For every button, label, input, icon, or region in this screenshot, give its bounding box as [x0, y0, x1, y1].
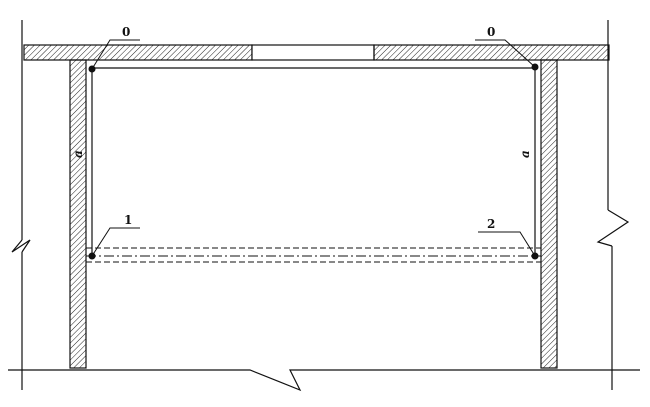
left-break-mark [11, 239, 31, 253]
bottom-boundary-with-break [8, 369, 640, 392]
leader-lines [91, 39, 536, 257]
label-point-0-right: 0 [487, 25, 495, 39]
dimension-a-right: a [518, 150, 532, 158]
leader-point-0-left [91, 39, 140, 70]
dimension-a-left: a [71, 150, 85, 158]
top-wall-left-segment [23, 44, 253, 61]
left-wall [69, 59, 87, 369]
leader-point-2 [478, 231, 536, 257]
room-outline [91, 67, 536, 255]
top-wall [23, 44, 610, 61]
leader-point-0-right [475, 39, 536, 68]
dashed-reference-lines [86, 247, 541, 263]
right-break-mark [596, 209, 630, 247]
leader-point-1 [91, 227, 140, 257]
top-wall-right-segment [373, 44, 610, 61]
right-wall [540, 59, 558, 369]
window-opening [251, 44, 375, 61]
label-point-0-left: 0 [122, 25, 130, 39]
label-point-1: 1 [124, 213, 132, 227]
label-point-2: 2 [487, 217, 495, 231]
